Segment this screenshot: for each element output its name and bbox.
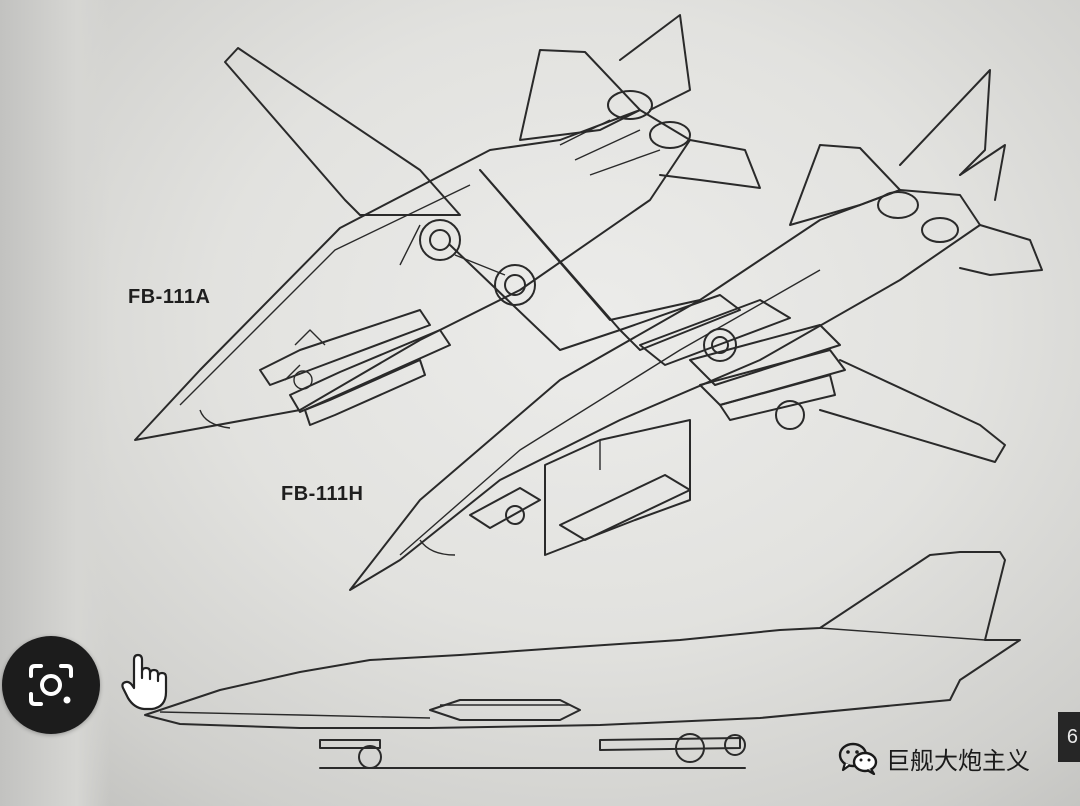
fb-111a-label: FB-111A: [128, 286, 211, 308]
hand-pointer-icon: [121, 653, 168, 711]
wechat-icon: [838, 742, 878, 775]
visual-search-button[interactable]: [2, 636, 100, 734]
edge-tab-text: 6: [1066, 725, 1078, 748]
camera-search-icon: [29, 664, 73, 706]
fb-111a-illustration: [134, 14, 761, 441]
watermark-text: 巨舰大炮主义: [886, 746, 1030, 775]
watermark: 巨舰大炮主义: [838, 738, 1030, 778]
fb-111h-label: FB-111H: [281, 483, 364, 505]
fb-111h-side-profile: [144, 551, 1021, 769]
edge-tab: 6: [1058, 712, 1080, 762]
fb-111h-illustration: [349, 69, 1043, 591]
